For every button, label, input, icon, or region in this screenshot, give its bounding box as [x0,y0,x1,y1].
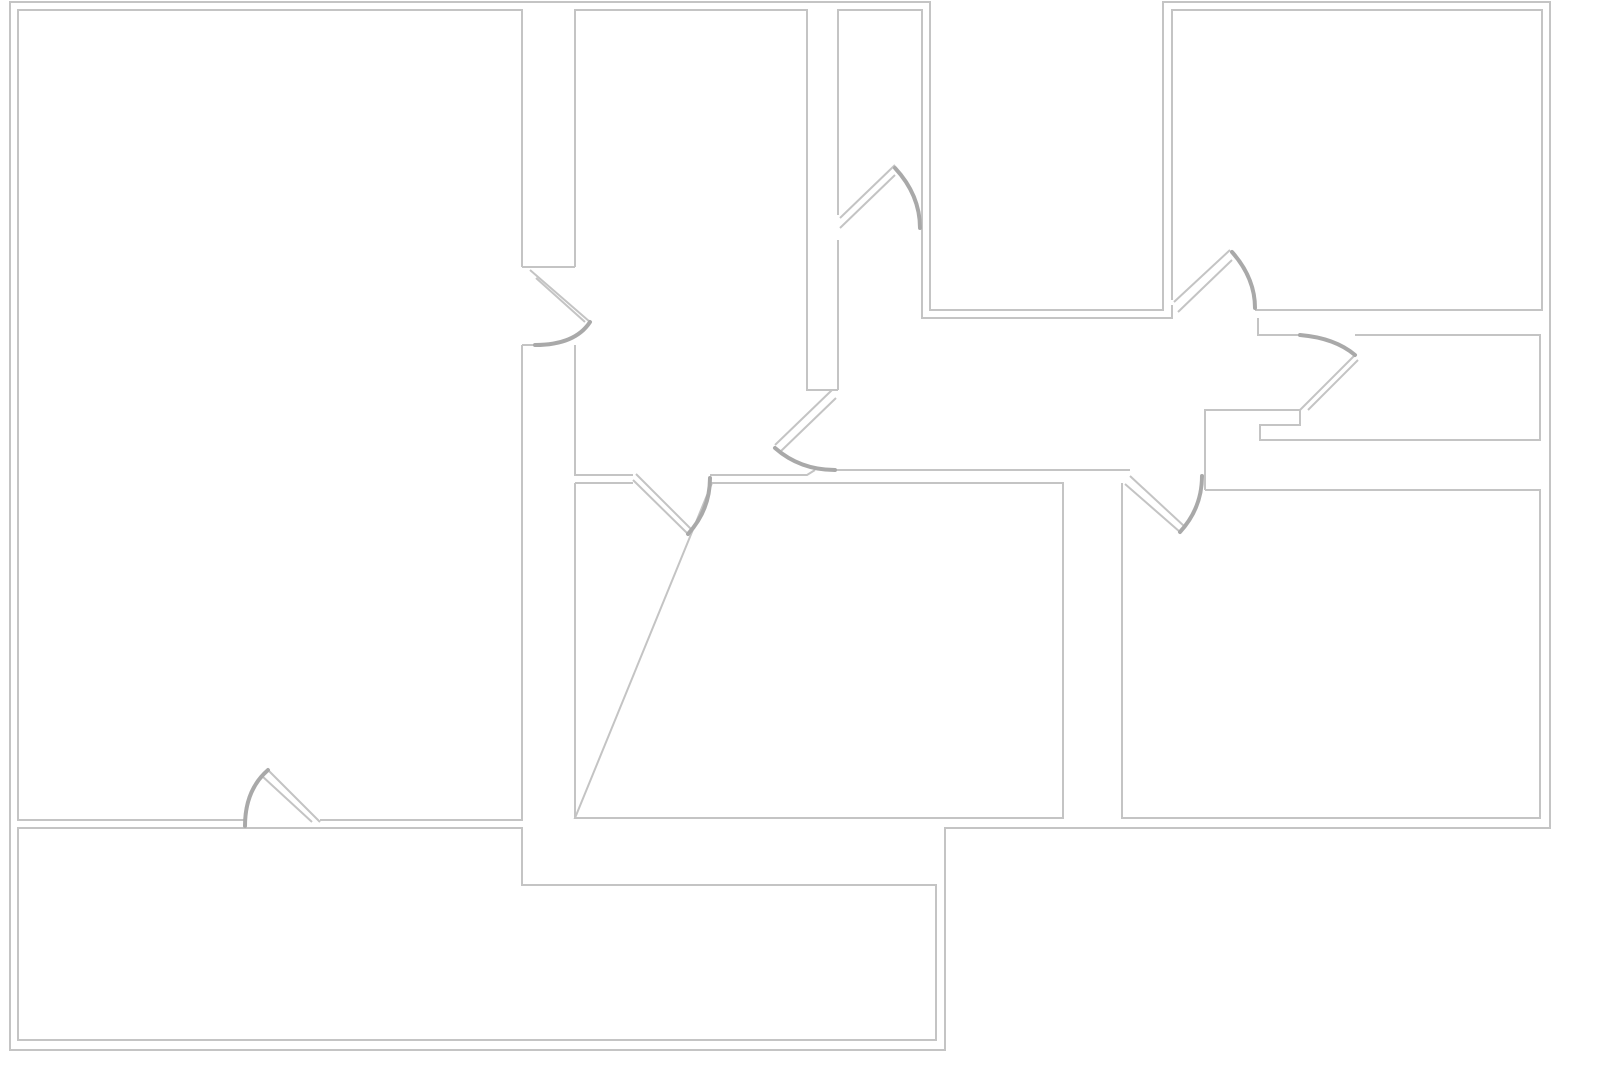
corridor-upper [837,9,1173,319]
door-right-bottom-room [1124,474,1204,534]
room-small-right [1204,318,1541,490]
corridor-lower [830,240,1130,471]
door-left-room [529,269,592,347]
door-middle-bottom-room [632,473,712,536]
door-bottom-room [243,768,321,828]
door-top-right-room [1173,249,1257,313]
door-closet [839,164,922,230]
room-middle-bottom [573,482,1064,819]
room-left-large [17,9,523,821]
door-small-room [1298,333,1359,411]
door-jamb-left [522,266,575,346]
outer-wall [9,1,1551,1051]
room-right-bottom [1121,483,1541,819]
room-bottom [17,827,937,1041]
door-upper-middle-room [773,389,837,472]
room-upper-middle [574,9,838,476]
room-top-right [1171,9,1543,311]
